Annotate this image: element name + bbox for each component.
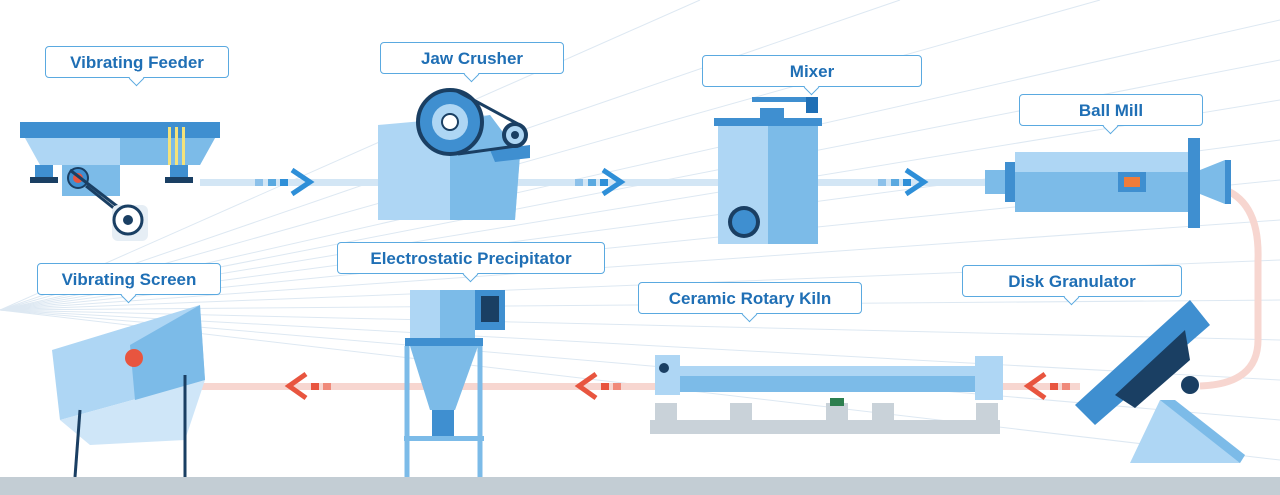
bottom-flow-line [180,383,1080,390]
top-flow-line [200,179,1020,186]
jaw-crusher-machine [378,88,530,220]
flow-arrow-granulator-to-kiln [1023,371,1070,401]
return-flow-curve [1199,184,1262,390]
ball-mill-machine [985,138,1231,228]
label-vibrating-screen: Vibrating Screen [37,263,221,295]
flow-arrow-crusher-to-mixer [575,167,626,197]
flow-arrow-mixer-to-mill [878,167,929,197]
label-jaw-crusher: Jaw Crusher [380,42,564,74]
mixer-machine [714,97,822,244]
label-ball-mill: Ball Mill [1019,94,1203,126]
label-disk-granulator: Disk Granulator [962,265,1182,297]
vibrating-screen-machine [52,305,205,478]
electrostatic-precipitator-machine [404,290,505,477]
label-mixer: Mixer [702,55,922,87]
flow-arrow-feeder-to-crusher [255,167,315,197]
label-vibrating-feeder: Vibrating Feeder [45,46,229,78]
flow-arrow-precipitator-to-screen [284,371,331,401]
flow-arrow-kiln-to-precipitator [574,371,621,401]
label-electrostatic-precipitator: Electrostatic Precipitator [337,242,605,274]
floor-strip [0,477,1280,495]
label-ceramic-rotary-kiln: Ceramic Rotary Kiln [638,282,862,314]
ceramic-rotary-kiln-machine [650,355,1003,434]
vibrating-feeder-machine [20,122,220,241]
disk-granulator-machine [1075,300,1245,463]
